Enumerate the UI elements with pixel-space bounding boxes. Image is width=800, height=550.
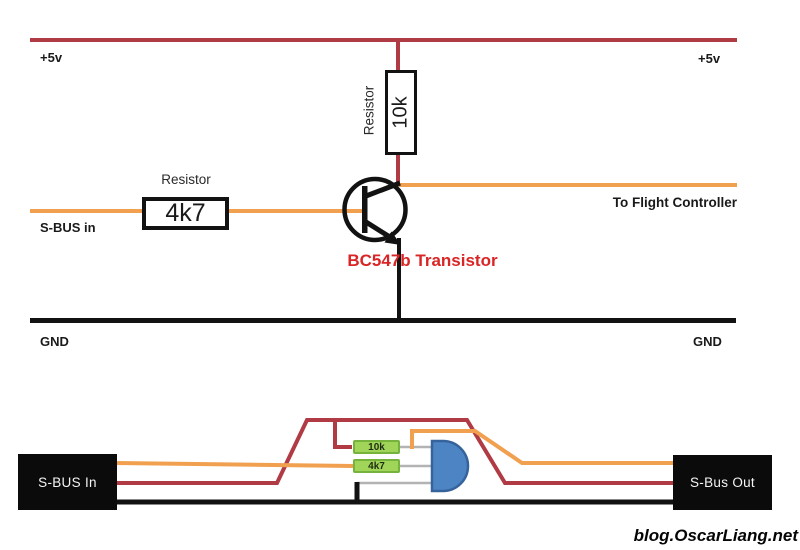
transistor-body bbox=[430, 439, 470, 493]
sbus-in-connector-label: S-BUS In bbox=[38, 474, 97, 490]
resistor-4k7-box: 4k7 bbox=[142, 197, 229, 230]
sbus-out-connector-label: S-Bus Out bbox=[690, 475, 755, 490]
wiring-resistor-4k7-value: 4k7 bbox=[368, 460, 385, 472]
wiring-resistor-10k-value: 10k bbox=[368, 441, 385, 453]
sbus-in-label: S-BUS in bbox=[40, 220, 96, 235]
plus5v-label-right: +5v bbox=[698, 51, 721, 66]
resistor-10k-caption: Resistor bbox=[361, 85, 377, 136]
collector-output-wire bbox=[399, 183, 737, 187]
watermark-text: blog.OscarLiang.net bbox=[633, 526, 798, 545]
emitter-ground-wire bbox=[397, 238, 401, 323]
orange-output-wire bbox=[410, 429, 676, 465]
red-branch-to-10k bbox=[333, 422, 352, 449]
resistor-10k-value: 10k bbox=[389, 96, 412, 129]
sbus-out-connector: S-Bus Out bbox=[673, 455, 772, 510]
wiring-resistor-10k: 10k bbox=[353, 440, 400, 454]
wiring-resistor-4k7: 4k7 bbox=[353, 459, 400, 473]
to-flight-controller-label: To Flight Controller bbox=[612, 195, 737, 210]
resistor-4k7-value: 4k7 bbox=[165, 199, 206, 227]
npn-transistor-icon bbox=[342, 176, 408, 245]
resistor-4k7-caption: Resistor bbox=[161, 172, 211, 187]
sbus-in-connector: S-BUS In bbox=[18, 454, 117, 510]
transistor-name-label: BC547b Transistor bbox=[347, 251, 498, 270]
resistor-10k-box: 10k bbox=[385, 70, 417, 155]
plus5v-label-left: +5v bbox=[40, 50, 63, 65]
gnd-label-left: GND bbox=[40, 334, 69, 349]
gnd-label-right: GND bbox=[693, 334, 722, 349]
orange-input-wire bbox=[112, 461, 355, 468]
wiring-diagram-canvas bbox=[112, 418, 676, 505]
ground-rail-wire bbox=[30, 318, 736, 323]
plus5v-rail-wire bbox=[30, 38, 737, 42]
red-signal-wire bbox=[113, 418, 676, 485]
